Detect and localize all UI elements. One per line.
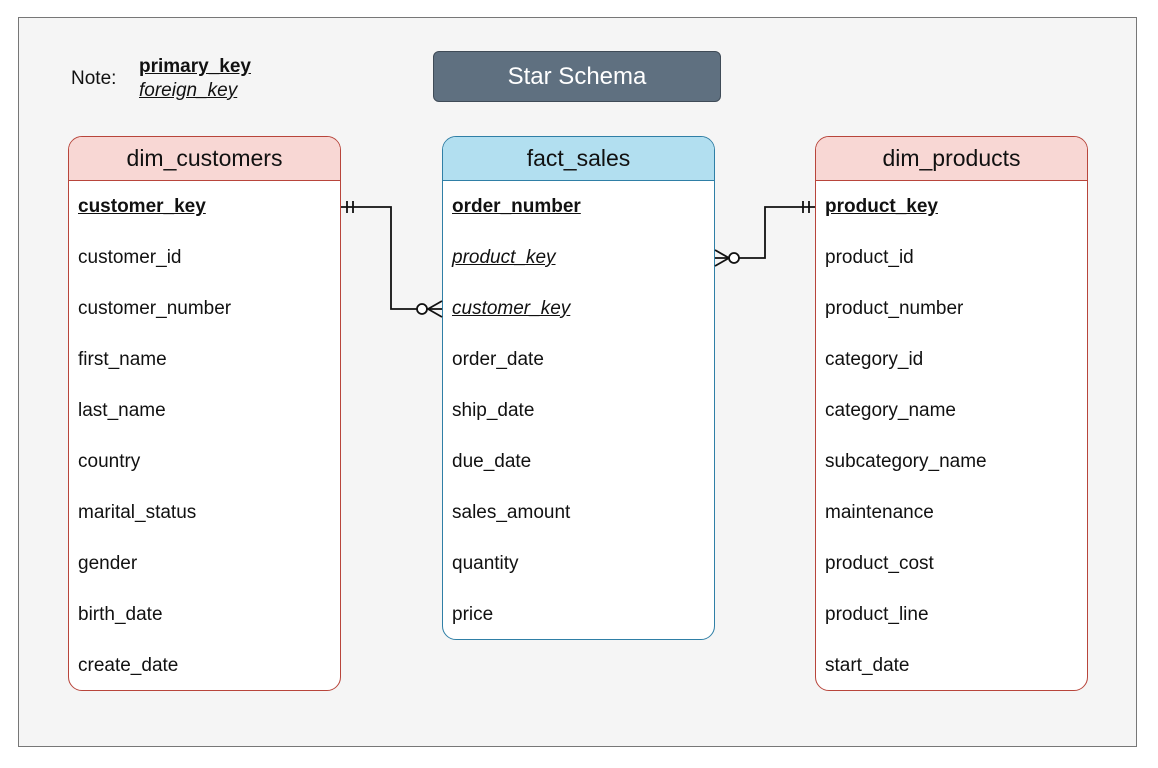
field-product-key: product_key <box>825 196 938 217</box>
field-customer-id: customer_id <box>78 247 182 268</box>
field-product-id: product_id <box>825 247 914 268</box>
field-country: country <box>78 451 141 472</box>
field-category-id: category_id <box>825 349 924 370</box>
field-product-cost: product_cost <box>825 553 934 574</box>
note-label: Note: <box>71 68 117 89</box>
note-primary-key: primary_key <box>139 56 251 77</box>
field-gender: gender <box>78 553 138 574</box>
field-first-name: first_name <box>78 349 167 370</box>
field-customer-key: customer_key <box>78 196 206 217</box>
field-due-date: due_date <box>452 451 532 472</box>
field-product-line: product_line <box>825 604 929 625</box>
field-product-key: product_key <box>452 247 556 268</box>
field-marital-status: marital_status <box>78 502 197 523</box>
field-quantity: quantity <box>452 553 519 574</box>
field-birth-date: birth_date <box>78 604 163 625</box>
field-start-date: start_date <box>825 655 910 676</box>
field-customer-number: customer_number <box>78 298 232 319</box>
field-create-date: create_date <box>78 655 179 676</box>
field-customer-key: customer_key <box>452 298 571 319</box>
field-order-number: order_number <box>452 196 581 217</box>
field-last-name: last_name <box>78 400 166 421</box>
field-subcategory-name: subcategory_name <box>825 451 987 472</box>
field-sales-amount: sales_amount <box>452 502 571 523</box>
field-order-date: order_date <box>452 349 544 370</box>
field-ship-date: ship_date <box>452 400 535 421</box>
table-header: dim_products <box>816 137 1087 181</box>
legend-note: Note: primary_key foreign_key <box>71 56 291 106</box>
table-header: dim_customers <box>69 137 340 181</box>
diagram-title: Star Schema <box>433 51 721 102</box>
table-header: fact_sales <box>443 137 714 181</box>
field-product-number: product_number <box>825 298 964 319</box>
note-foreign-key: foreign_key <box>139 80 238 101</box>
field-category-name: category_name <box>825 400 956 421</box>
field-price: price <box>452 604 494 625</box>
field-maintenance: maintenance <box>825 502 934 523</box>
